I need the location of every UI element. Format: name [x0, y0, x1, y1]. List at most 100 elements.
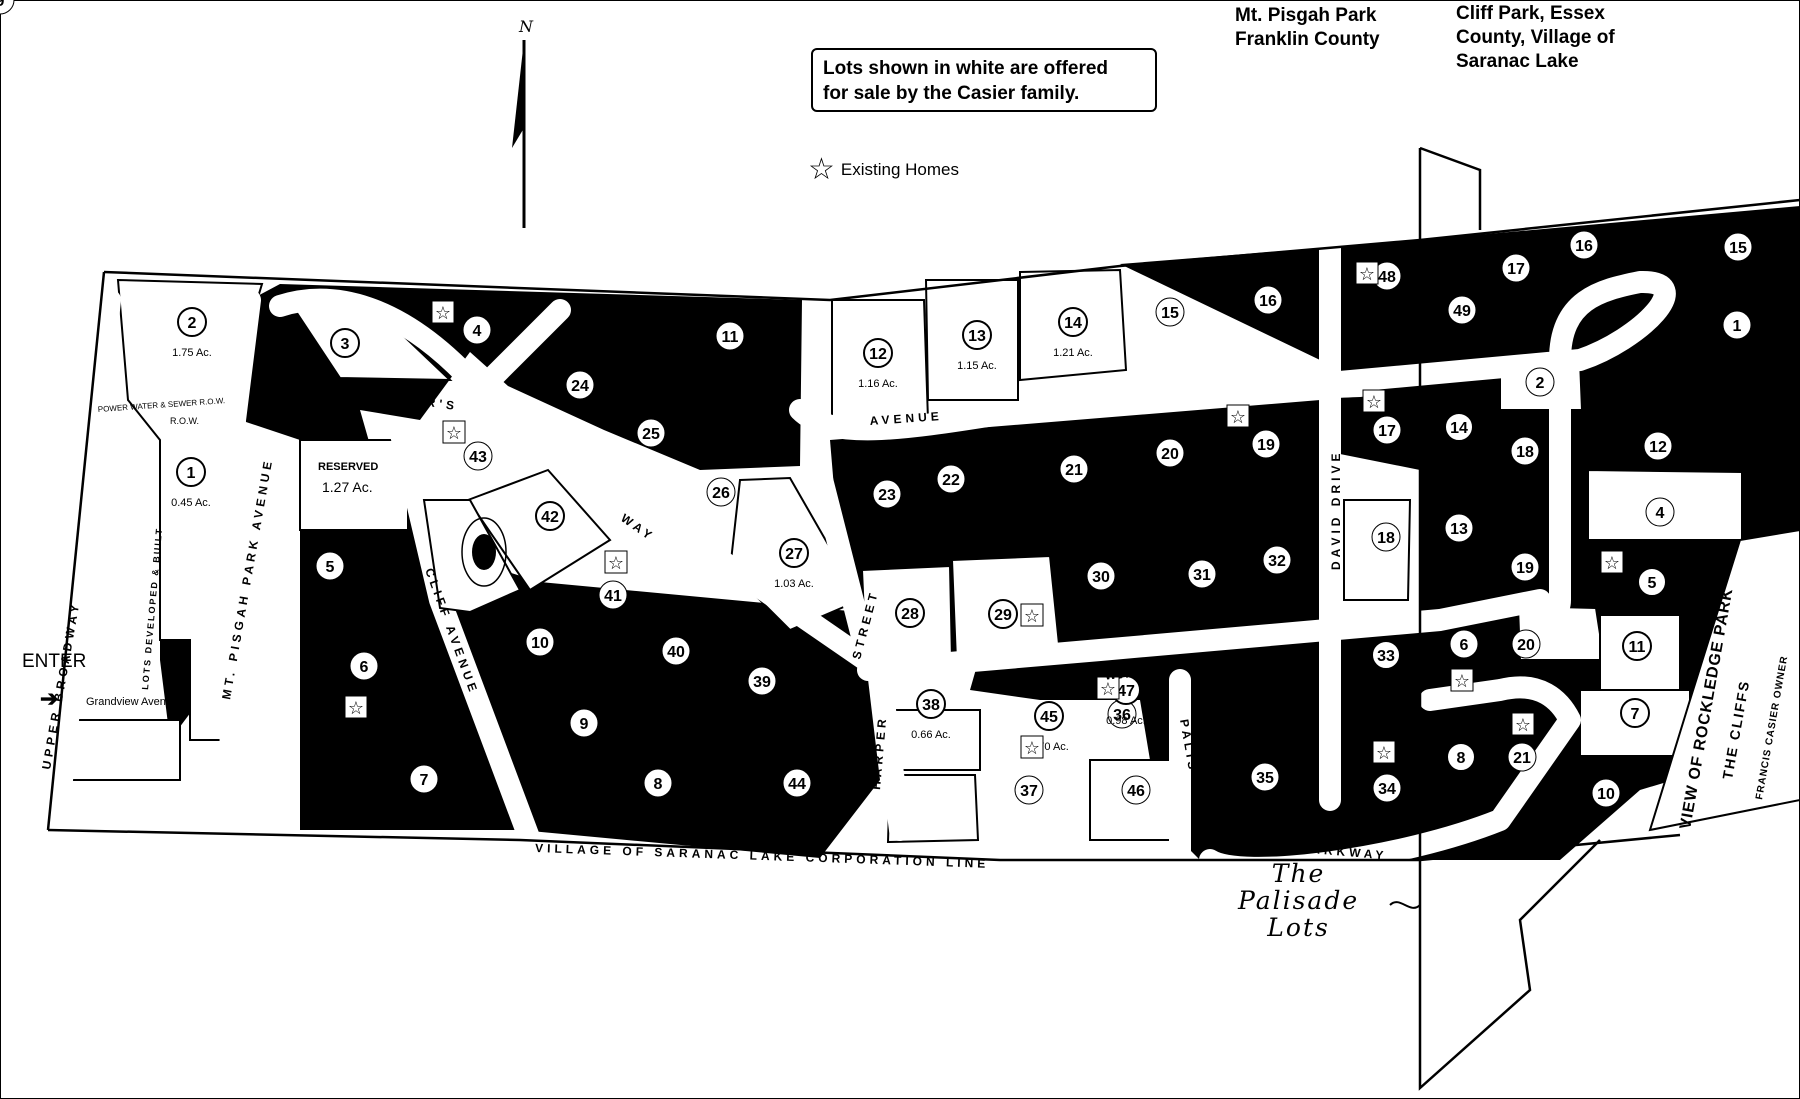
- lot-48: 48: [1372, 261, 1402, 291]
- lot-number: 23: [878, 487, 896, 504]
- lot-marker: [1155, 438, 1185, 468]
- lot-8: 8: [643, 768, 673, 798]
- lot-number: 39: [753, 674, 771, 691]
- lot-34: 34: [1372, 773, 1402, 803]
- svg-text:☆: ☆: [1604, 553, 1620, 574]
- title-line1: The: [1271, 859, 1326, 888]
- lot-19: 19: [1510, 552, 1540, 582]
- lot-19: 19: [1251, 429, 1281, 459]
- lot-marker: [706, 477, 736, 507]
- star-icon: ☆: [1511, 712, 1535, 736]
- lot-5: 5: [1637, 567, 1667, 597]
- lot-marker: [1510, 552, 1540, 582]
- lot-number: 26: [712, 485, 730, 502]
- lot-marker: [1372, 773, 1402, 803]
- lot-number: 14: [1064, 315, 1082, 332]
- legend-label: Existing Homes: [840, 160, 960, 179]
- lot-marker: [1059, 454, 1089, 484]
- star-icon: ☆: [431, 300, 455, 324]
- lot-marker: [1449, 629, 1479, 659]
- lot-area: 0.66 Ac.: [911, 729, 951, 741]
- label-reserved-acres: 1.27 Ac.: [322, 479, 373, 495]
- lot-marker: [330, 328, 360, 358]
- lot-number: 46: [1127, 783, 1145, 800]
- lot-number: 17: [1507, 261, 1525, 278]
- lot-30: 30: [1086, 561, 1116, 591]
- lot-42: 42: [535, 501, 565, 531]
- lot-6: 6: [1449, 629, 1479, 659]
- lot-marker: [1121, 775, 1151, 805]
- lot-marker: [1723, 232, 1753, 262]
- lot-25: 25: [636, 418, 666, 448]
- label-david-drive: DAVID DRIVE: [1329, 450, 1343, 570]
- lot-number: 44: [788, 776, 806, 793]
- lot-8: 80.84: [1446, 742, 1476, 794]
- cliff-park-line3: Saranac Lake: [1456, 51, 1579, 72]
- lot-marker: [1034, 701, 1064, 731]
- lot-39: 39: [747, 666, 777, 696]
- lot-number: 16: [1575, 238, 1593, 255]
- lot-marker: [1622, 631, 1652, 661]
- star-icon: ☆: [1020, 603, 1044, 627]
- lot-3: 3: [330, 328, 360, 358]
- sale-note: Lots shown in white are offered for sale…: [811, 48, 1157, 112]
- lot-26: 26: [706, 477, 736, 507]
- lot-4: 4: [462, 315, 492, 345]
- lot-number: 10: [1597, 786, 1615, 803]
- star-icon: ☆: [1600, 550, 1624, 574]
- lot-number: 20: [1161, 446, 1179, 463]
- lot-28: 28: [895, 598, 925, 628]
- enter-arrow-icon: ➔: [40, 686, 59, 711]
- north-arrow-icon: [512, 40, 526, 228]
- lot-number: 5: [326, 559, 335, 576]
- lot-number: 6: [360, 659, 369, 676]
- lot-number: 12: [1649, 439, 1667, 456]
- lot-marker: [1086, 561, 1116, 591]
- lot-11: 11: [1622, 631, 1652, 661]
- lot-number: 21: [1513, 750, 1531, 767]
- reserved-pond: [422, 499, 522, 614]
- lot-marker: [1446, 742, 1476, 772]
- lot-marker: [1014, 775, 1044, 805]
- lot-marker: [1645, 497, 1675, 527]
- lot-marker: [565, 370, 595, 400]
- lot-marker: [525, 627, 555, 657]
- lot-marker: [1447, 295, 1477, 325]
- lot-number: 13: [968, 328, 986, 345]
- lot-18: 18: [1371, 522, 1401, 552]
- lot-area: 0.84: [1450, 782, 1471, 794]
- svg-text:☆: ☆: [1024, 606, 1040, 627]
- lot-marker: [1371, 640, 1401, 670]
- svg-text:☆: ☆: [1454, 671, 1470, 692]
- lot-marker: [779, 538, 809, 568]
- svg-text:☆: ☆: [1024, 738, 1040, 759]
- lot-marker: [463, 441, 493, 471]
- label-reserved: RESERVED: [318, 461, 378, 473]
- svg-text:☆: ☆: [1366, 392, 1382, 413]
- lot-marker: [863, 338, 893, 368]
- lot-marker: [1262, 545, 1292, 575]
- lot-16: 16: [1569, 230, 1599, 260]
- svg-text:☆: ☆: [1515, 715, 1531, 736]
- lot-1: 1: [1722, 310, 1752, 340]
- star-icon: ☆: [1450, 668, 1474, 692]
- lot-number: 15: [1161, 305, 1179, 322]
- mt-pisgah-header: Mt. Pisgah Park Franklin County: [1235, 4, 1380, 52]
- mt-pisgah-line2: Franklin County: [1235, 29, 1380, 50]
- svg-text:☆: ☆: [1100, 679, 1116, 700]
- lot-number: 7: [420, 772, 429, 789]
- cliff-park-line2: County, Village of: [1456, 27, 1615, 48]
- lot-marker: [0, 0, 15, 15]
- lot-16: 16: [1253, 285, 1283, 315]
- lot-11: 11: [715, 321, 745, 351]
- lot-24: 24: [565, 370, 595, 400]
- lot-number: 29: [994, 607, 1012, 624]
- lot-marker: [643, 768, 673, 798]
- mt-pisgah-line1: Mt. Pisgah Park: [1235, 5, 1377, 26]
- lot-marker: [569, 708, 599, 738]
- star-icon: ☆: [604, 550, 628, 574]
- lot-33: 33: [1371, 640, 1401, 670]
- label-harper: HARPER: [869, 715, 889, 791]
- lot-37: 37: [1014, 775, 1044, 805]
- lot-number: 21: [1065, 462, 1083, 479]
